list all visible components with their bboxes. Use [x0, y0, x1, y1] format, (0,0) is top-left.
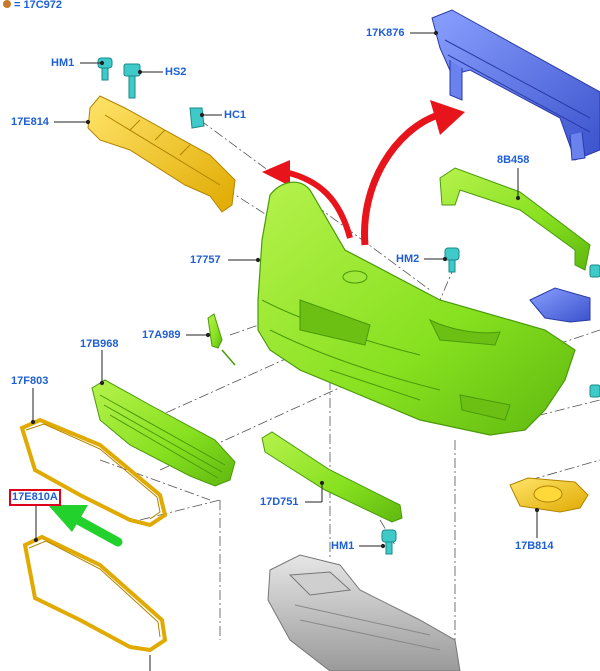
- bumper-cover-17757[interactable]: [257, 181, 576, 436]
- mounting-bracket-right[interactable]: [529, 287, 591, 323]
- label-HM2[interactable]: HM2: [396, 253, 420, 265]
- label-HC1[interactable]: HC1: [224, 109, 247, 121]
- clip-right-1[interactable]: [589, 264, 600, 278]
- legend-dot-icon: [3, 0, 11, 8]
- leader-lines: [30, 30, 540, 671]
- screw-HS2[interactable]: [123, 63, 141, 99]
- reflector-17A989[interactable]: [207, 313, 236, 366]
- label-17757[interactable]: 17757: [190, 254, 221, 266]
- clip-HM2[interactable]: [444, 247, 460, 273]
- skid-plate[interactable]: [267, 554, 461, 671]
- green-arrow: [48, 505, 123, 547]
- clip-right-2[interactable]: [589, 384, 600, 398]
- grille-17B968[interactable]: [91, 379, 236, 487]
- bezel-17E810A[interactable]: [22, 534, 168, 653]
- label-17K876[interactable]: 17K876: [366, 27, 405, 39]
- bezel-17F803[interactable]: [19, 417, 168, 528]
- label-8B458[interactable]: 8B458: [497, 154, 530, 166]
- deflector-8B458[interactable]: [439, 167, 591, 271]
- foglamp-bezel-17B814[interactable]: [509, 477, 589, 513]
- clip-HM1-bottom[interactable]: [381, 529, 397, 555]
- legend-text: = 17C972: [14, 0, 63, 11]
- label-HS2[interactable]: HS2: [165, 66, 187, 78]
- red-arrow-left: [262, 160, 353, 239]
- label-17D751[interactable]: 17D751: [260, 496, 299, 508]
- legend: = 17C972: [3, 0, 62, 11]
- label-17E814[interactable]: 17E814: [11, 116, 49, 128]
- reinforcement-bar-17K876[interactable]: [431, 9, 600, 161]
- bracket-17E814[interactable]: [87, 95, 236, 213]
- label-17E810A[interactable]: 17E810A: [9, 489, 61, 506]
- lower-lip-17D751[interactable]: [261, 431, 403, 523]
- red-arrow-right: [361, 100, 465, 246]
- label-17A989[interactable]: 17A989: [142, 329, 181, 341]
- label-17F803[interactable]: 17F803: [11, 375, 49, 387]
- clip-HC1[interactable]: [189, 107, 205, 129]
- label-17B814[interactable]: 17B814: [515, 540, 554, 552]
- clip-HM1-top[interactable]: [97, 57, 113, 81]
- label-HM1-bottom[interactable]: HM1: [331, 540, 355, 552]
- label-HM1-top[interactable]: HM1: [51, 57, 75, 69]
- label-17B968[interactable]: 17B968: [80, 338, 119, 350]
